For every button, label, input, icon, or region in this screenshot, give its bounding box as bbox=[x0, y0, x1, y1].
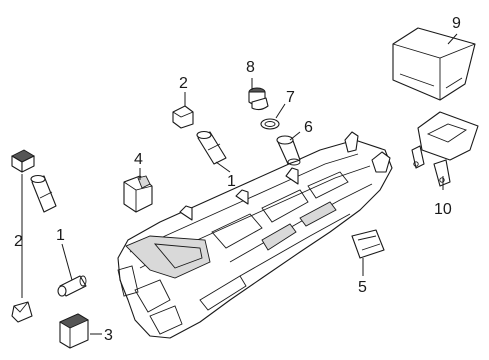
holder-left-part bbox=[30, 174, 57, 213]
callout-6: 6 bbox=[304, 119, 313, 136]
leader-lines bbox=[21, 33, 458, 335]
socket-part bbox=[276, 135, 301, 166]
callout-2-right: 2 bbox=[179, 75, 188, 92]
callout-7: 7 bbox=[286, 89, 295, 106]
holder-right-part bbox=[196, 130, 227, 165]
switch-part bbox=[59, 313, 89, 349]
cap-right-part bbox=[172, 105, 194, 129]
ring-part bbox=[260, 118, 280, 130]
mounting-bracket bbox=[411, 111, 479, 187]
callout-8: 8 bbox=[246, 59, 255, 76]
bracket-part bbox=[123, 175, 153, 213]
callout-4: 4 bbox=[134, 151, 143, 168]
cap-left-part bbox=[11, 149, 35, 173]
module-box bbox=[392, 27, 476, 101]
holder-lower-part bbox=[57, 275, 87, 297]
callout-1-right: 1 bbox=[227, 173, 236, 190]
callout-5: 5 bbox=[358, 279, 367, 296]
cover-part bbox=[351, 229, 385, 259]
callout-9: 9 bbox=[452, 15, 461, 32]
plug-part bbox=[248, 87, 269, 111]
callout-labels: 9 10 8 7 6 2 1 4 5 2 1 3 bbox=[14, 15, 461, 344]
plug-lower-part bbox=[11, 301, 33, 323]
callout-10: 10 bbox=[434, 201, 452, 218]
callout-3: 3 bbox=[104, 327, 113, 344]
callout-2-left: 2 bbox=[14, 233, 23, 250]
callout-1-left: 1 bbox=[56, 227, 65, 244]
center-console bbox=[117, 131, 393, 339]
